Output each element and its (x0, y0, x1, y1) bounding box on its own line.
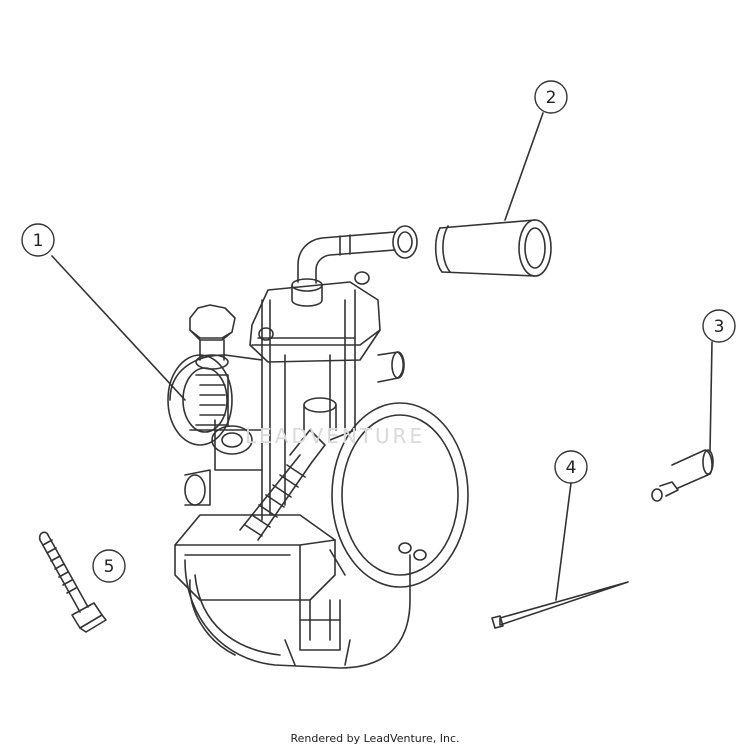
watermark-text: LEADVENTURE (245, 424, 425, 448)
rubber-sleeve-part (434, 112, 552, 277)
callout-number-5: 5 (104, 557, 115, 577)
callout-3: 3 (702, 309, 736, 343)
callout-number-4: 4 (566, 458, 577, 478)
callout-1: 1 (21, 223, 55, 257)
screw-part (38, 531, 107, 633)
jet-part (651, 341, 714, 502)
callout-number-1: 1 (33, 231, 44, 251)
callout-5: 5 (92, 549, 126, 583)
callout-leader-3 (709, 341, 713, 453)
callout-leader-1 (51, 255, 186, 401)
callout-2: 2 (534, 80, 568, 114)
callout-4: 4 (554, 450, 588, 484)
footer-credit: Rendered by LeadVenture, Inc. (290, 732, 460, 745)
callout-leader-2 (504, 112, 544, 221)
jet-needle-part (491, 482, 629, 629)
carburetor-part (51, 225, 469, 669)
callout-number-2: 2 (546, 88, 557, 108)
callout-leader-4 (555, 482, 572, 601)
callout-number-3: 3 (714, 317, 725, 337)
